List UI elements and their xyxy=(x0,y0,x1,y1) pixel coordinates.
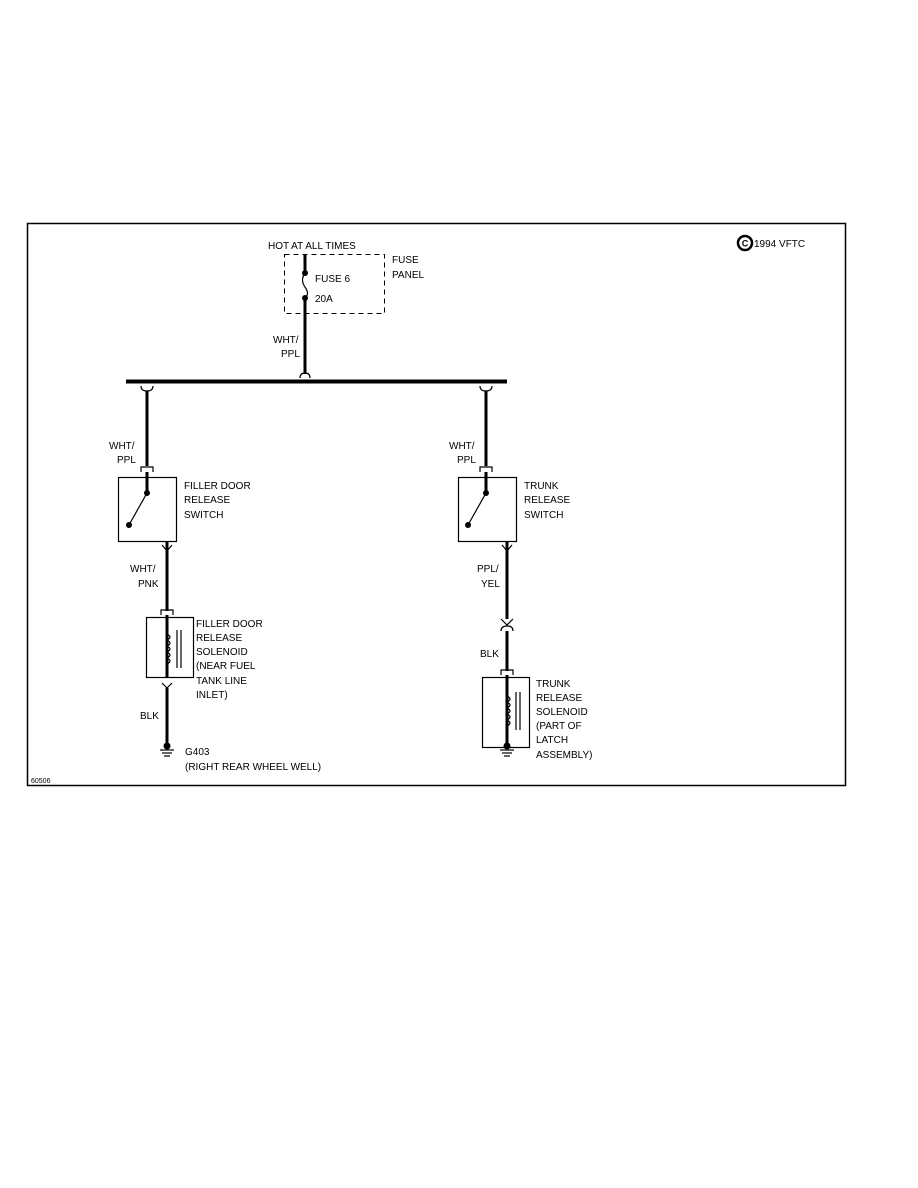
filler-solenoid-label-5: TANK LINE xyxy=(196,676,247,687)
feed-connector-icon xyxy=(299,372,311,379)
right-switch-connector-icon xyxy=(479,466,493,472)
trunk-solenoid-label-3: SOLENOID xyxy=(536,707,588,718)
filler-solenoid-label-2: RELEASE xyxy=(196,633,242,644)
fuse-name: FUSE 6 xyxy=(315,274,350,285)
trunk-solenoid-coil-icon xyxy=(505,675,521,746)
trunk-switch-label-2: RELEASE xyxy=(524,495,570,506)
filler-switch-label-3: SWITCH xyxy=(184,510,223,521)
fuse-panel-label-1: FUSE xyxy=(392,255,419,266)
figure-id: 60506 xyxy=(31,778,51,785)
filler-switch-icon xyxy=(126,472,150,528)
trunk-switch-label-3: SWITCH xyxy=(524,510,563,521)
filler-solenoid-label-3: SOLENOID xyxy=(196,647,248,658)
fuse-panel-box xyxy=(284,254,385,314)
ground-name: G403 xyxy=(185,747,210,758)
trunk-switch-label-1: TRUNK xyxy=(524,481,559,492)
ground-location: (RIGHT REAR WHEEL WELL) xyxy=(185,762,321,773)
fuse-rating: 20A xyxy=(315,294,333,305)
left-switch-connector-icon xyxy=(140,466,154,472)
copyright-mark: C 1994 VFTC xyxy=(736,234,805,252)
left-top-wire-color-2: PPL xyxy=(117,455,136,466)
trunk-solenoid-label-5: LATCH xyxy=(536,735,568,746)
left-bus-connector-icon xyxy=(140,385,154,392)
filler-solenoid-coil-icon xyxy=(161,615,182,689)
left-top-wire-color-1: WHT/ xyxy=(109,441,135,452)
trunk-solenoid-connector-icon xyxy=(500,669,514,675)
trunk-solenoid-label-1: TRUNK xyxy=(536,679,571,690)
trunk-solenoid-label-2: RELEASE xyxy=(536,693,582,704)
filler-solenoid-label-6: INLET) xyxy=(196,690,228,701)
copyright-text: 1994 VFTC xyxy=(754,239,805,250)
copyright-symbol: C xyxy=(742,239,749,249)
power-label: HOT AT ALL TIMES xyxy=(268,241,356,252)
filler-solenoid-label-4: (NEAR FUEL xyxy=(196,661,256,672)
feed-wire-color-2: PPL xyxy=(281,349,300,360)
ground-icon xyxy=(160,742,174,757)
diagram-frame xyxy=(26,222,847,787)
fuse-panel-label-2: PANEL xyxy=(392,270,424,281)
left-ground-wire-color: BLK xyxy=(140,711,159,722)
right-top-wire-color-1: WHT/ xyxy=(449,441,475,452)
inline-connector-icon xyxy=(500,618,514,632)
trunk-solenoid-label-6: ASSEMBLY) xyxy=(536,750,593,761)
right-top-wire-color-2: PPL xyxy=(457,455,476,466)
trunk-ground-icon xyxy=(500,742,514,757)
filler-solenoid-box xyxy=(145,616,195,679)
filler-switch-label-1: FILLER DOOR xyxy=(184,481,251,492)
trunk-solenoid-label-4: (PART OF xyxy=(536,721,582,732)
filler-switch-label-2: RELEASE xyxy=(184,495,230,506)
right-mid-wire-color-1: PPL/ xyxy=(477,564,499,575)
right-mid-wire-color-2: YEL xyxy=(481,579,500,590)
filler-solenoid-label-1: FILLER DOOR xyxy=(196,619,263,630)
filler-solenoid-connector-icon xyxy=(160,609,174,615)
left-mid-wire-color-2: PNK xyxy=(138,579,159,590)
right-ground-wire-color: BLK xyxy=(480,649,499,660)
fuse-icon xyxy=(301,270,309,301)
feed-wire-color-1: WHT/ xyxy=(273,335,299,346)
copyright-circle-icon xyxy=(736,234,754,252)
trunk-switch-icon xyxy=(465,472,489,528)
right-bus-connector-icon xyxy=(479,385,493,392)
left-mid-wire-color-1: WHT/ xyxy=(130,564,156,575)
